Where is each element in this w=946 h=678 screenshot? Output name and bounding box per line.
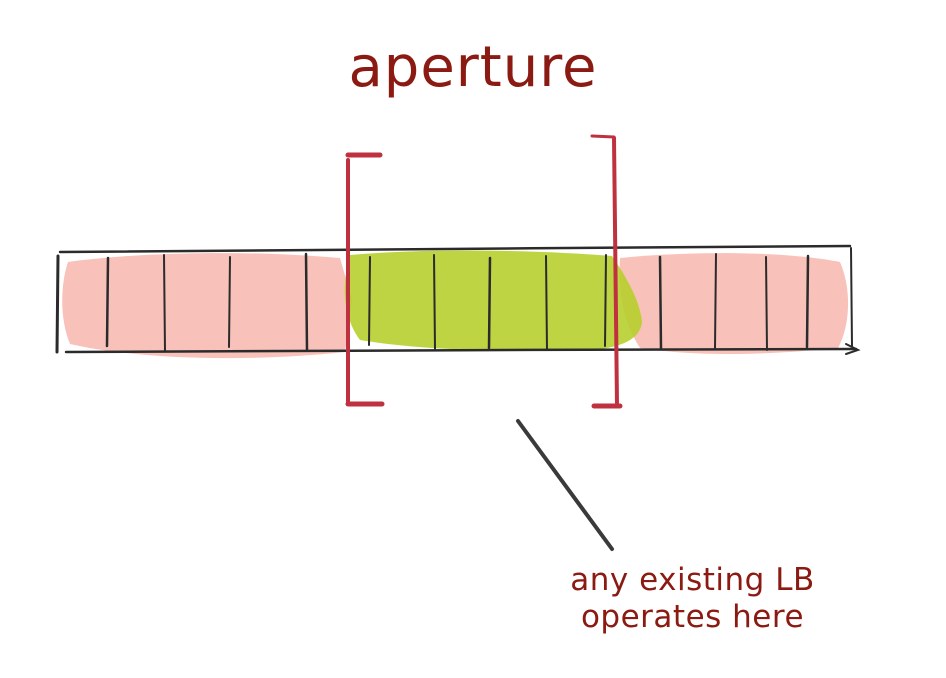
pointer-line	[516, 419, 614, 551]
strip-top-edge	[58, 244, 852, 254]
annotation-text: any existing LB operates here	[520, 562, 865, 636]
strip-left-edge	[55, 254, 60, 354]
aperture-inside-wash	[344, 250, 642, 351]
cell-divider	[163, 254, 166, 352]
cell-divider	[105, 256, 110, 348]
cell-divider	[545, 255, 548, 351]
cell-divider	[805, 254, 810, 349]
annotation-line-1: any existing LB	[570, 562, 815, 598]
right-outside-wash	[619, 253, 849, 354]
cell-divider	[604, 254, 607, 347]
strip-bottom-edge	[64, 347, 858, 354]
cell-divider	[368, 256, 371, 346]
cell-divider	[765, 256, 768, 351]
diagram-title: aperture	[348, 35, 598, 100]
right-bracket	[590, 134, 623, 409]
cell-divider	[228, 256, 231, 348]
aperture-brackets	[345, 134, 623, 409]
cell-divider	[714, 253, 717, 349]
cell-dividers	[105, 252, 810, 352]
strip-right-edge	[850, 247, 853, 347]
left-bracket	[345, 152, 385, 407]
cell-divider	[487, 256, 492, 350]
annotation-line-2: operates here	[580, 599, 805, 636]
cell-divider	[658, 255, 663, 351]
strip-end-arrowhead	[845, 343, 861, 355]
cell-divider	[304, 252, 309, 352]
color-washes	[62, 250, 849, 359]
left-outside-wash	[62, 253, 352, 359]
cell-divider	[433, 254, 436, 350]
strip	[55, 244, 861, 355]
